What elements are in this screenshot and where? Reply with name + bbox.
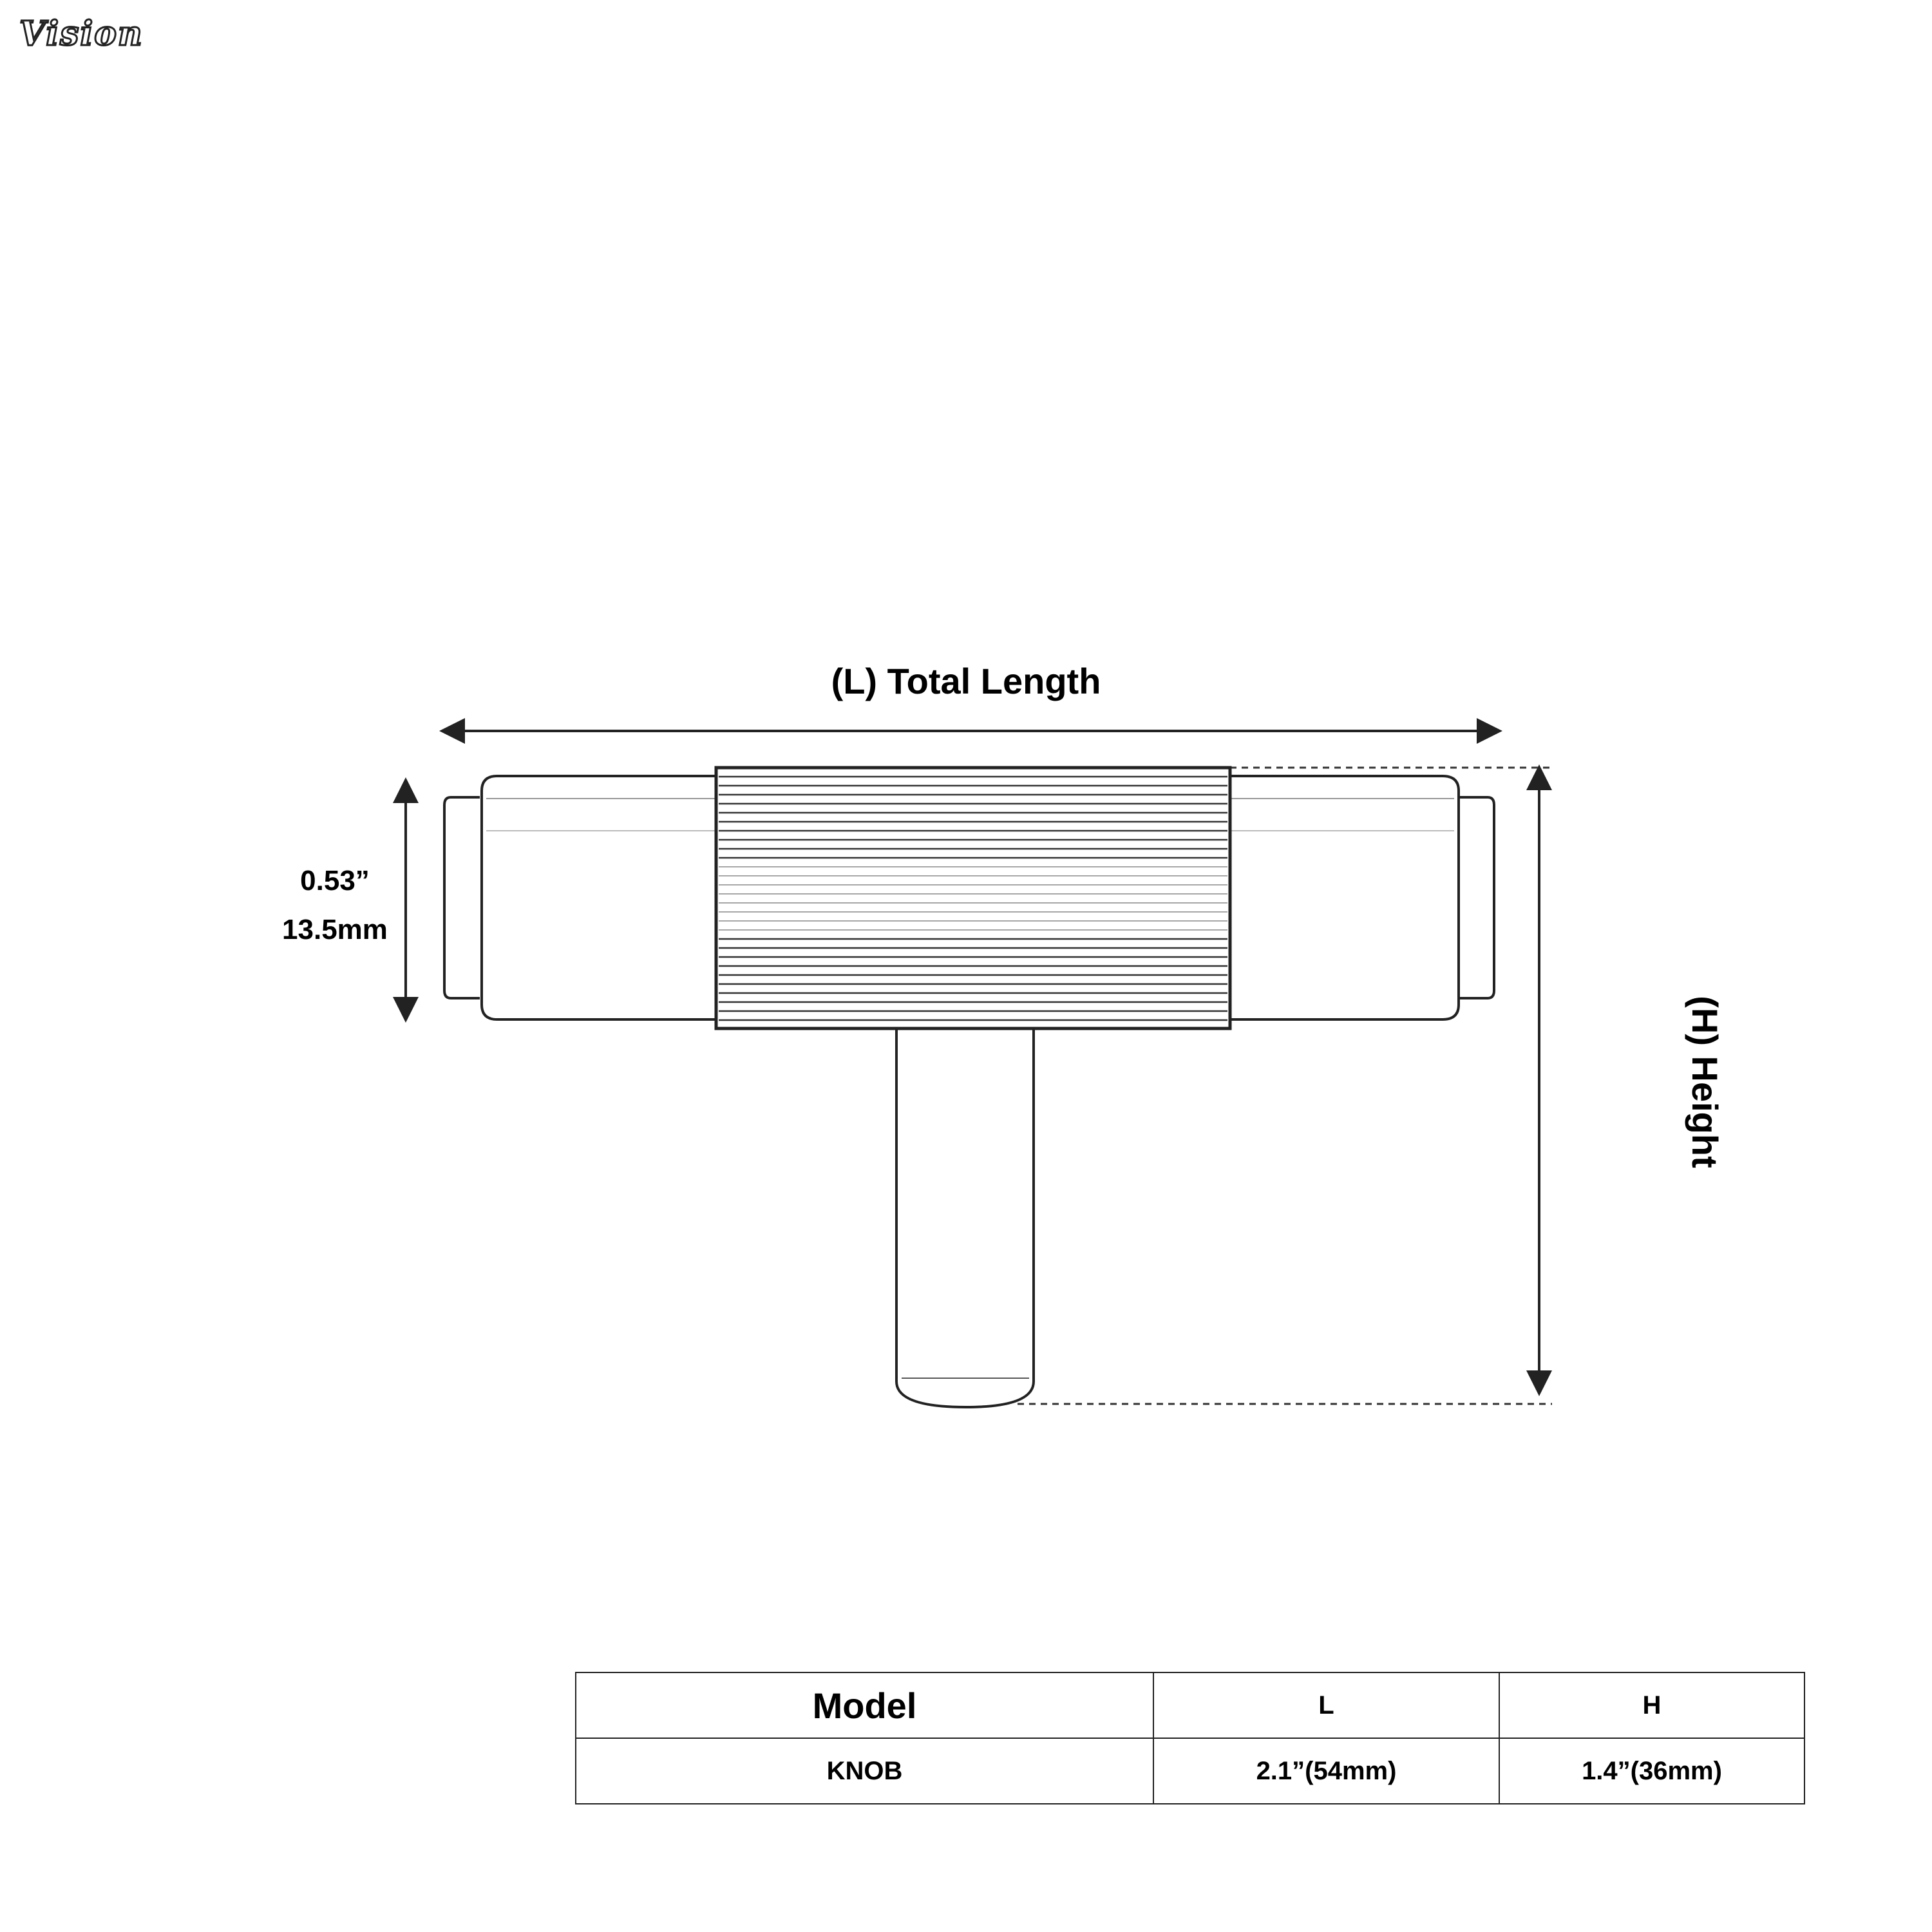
header-h: H <box>1499 1672 1805 1739</box>
table-row: KNOB 2.1”(54mm) 1.4”(36mm) <box>575 1738 1805 1804</box>
spec-table: Model L H KNOB 2.1”(54mm) 1.4”(36mm) <box>575 1672 1805 1804</box>
left-smooth-segment <box>480 775 716 1021</box>
cell-l: 2.1”(54mm) <box>1153 1738 1500 1804</box>
diameter-mm-value: 13.5mm <box>282 914 388 945</box>
spec-table-header-row: Model L H <box>575 1672 1805 1739</box>
cell-h: 1.4”(36mm) <box>1499 1738 1805 1804</box>
left-end-cap <box>443 796 480 999</box>
diameter-inch-value: 0.53” <box>300 865 370 896</box>
height-label: (H) Height <box>1685 996 1725 1168</box>
right-end-cap <box>1459 796 1495 999</box>
right-smooth-segment <box>1227 775 1460 1021</box>
diameter-label: 0.53” 13.5mm <box>245 857 425 954</box>
header-model: Model <box>575 1672 1154 1739</box>
length-label: (L) Total Length <box>831 661 1101 701</box>
knurled-center-section <box>714 766 1232 1030</box>
knob-stem <box>895 1011 1035 1409</box>
header-l: L <box>1153 1672 1500 1739</box>
cell-model: KNOB <box>575 1738 1154 1804</box>
brand-logo: Vision <box>19 14 144 55</box>
